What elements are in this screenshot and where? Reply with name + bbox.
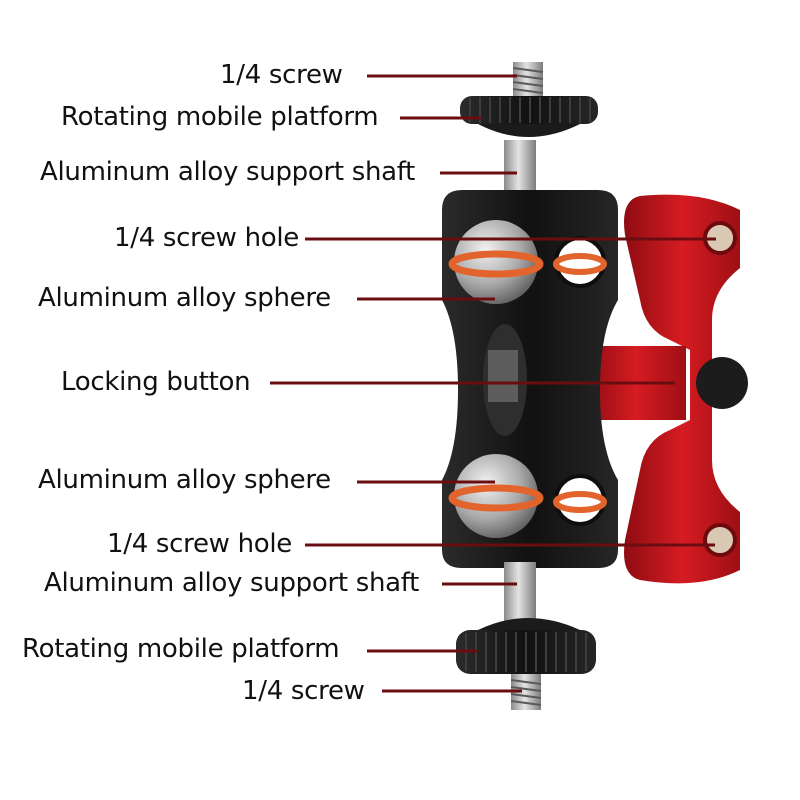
top-rotating-platform: [460, 96, 598, 137]
label-top-screw: 1/4 screw: [220, 60, 343, 90]
label-bottom-rotating-platform: Rotating mobile platform: [22, 634, 340, 664]
label-locking-button: Locking button: [61, 367, 251, 397]
label-top-screw-hole: 1/4 screw hole: [114, 223, 299, 253]
label-bottom-sphere: Aluminum alloy sphere: [38, 465, 331, 495]
top-screw: [512, 62, 544, 98]
label-top-rotating-platform: Rotating mobile platform: [61, 102, 379, 132]
black-clamp: [442, 190, 618, 568]
leader-lines: [270, 74, 716, 693]
label-top-sphere: Aluminum alloy sphere: [38, 283, 331, 313]
label-top-support-shaft: Aluminum alloy support shaft: [40, 157, 416, 187]
label-bottom-support-shaft: Aluminum alloy support shaft: [44, 568, 420, 598]
bottom-support-shaft: [504, 562, 536, 622]
label-bottom-screw: 1/4 screw: [242, 676, 365, 706]
label-bottom-screw-hole: 1/4 screw hole: [107, 529, 292, 559]
bottom-rotating-platform: [456, 618, 596, 674]
